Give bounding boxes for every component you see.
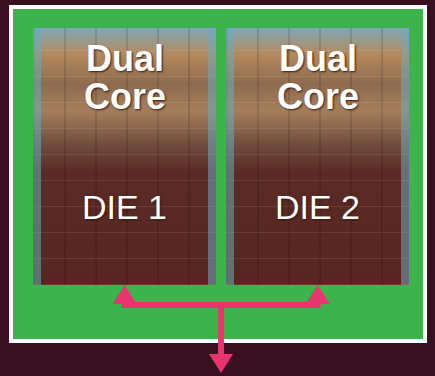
die-heading: Dual Core	[258, 40, 378, 116]
die-heading: Dual Core	[65, 40, 185, 116]
output-head	[209, 354, 233, 373]
die-box: Dual CoreDIE 1	[33, 28, 216, 285]
die-label: DIE 1	[82, 188, 167, 226]
output-line	[218, 305, 224, 356]
die-label: DIE 2	[275, 188, 360, 226]
die-box: Dual CoreDIE 2	[226, 28, 409, 285]
die-link	[113, 285, 330, 305]
